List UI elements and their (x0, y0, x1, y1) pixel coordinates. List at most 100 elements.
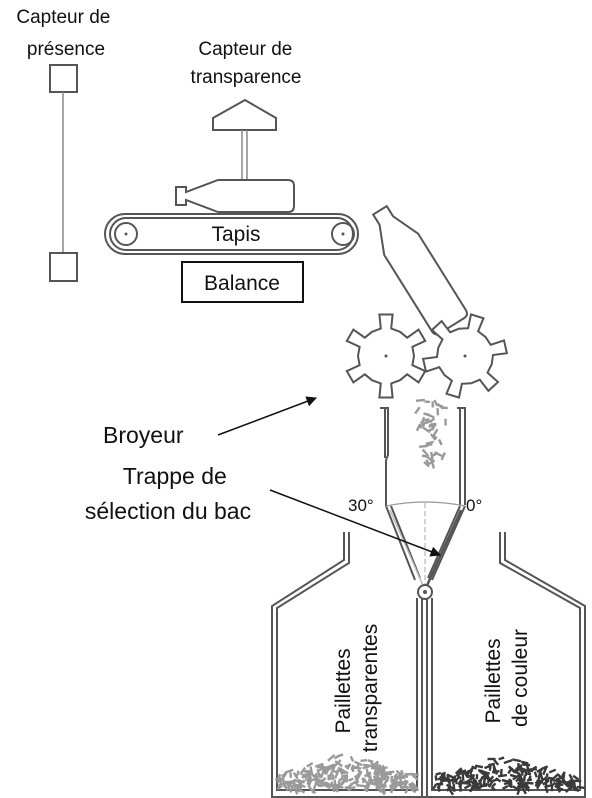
bin-left-outer-wall (271, 532, 345, 798)
flake (556, 773, 563, 780)
flake (428, 422, 435, 427)
flake (282, 779, 286, 788)
funnel-right-inner (427, 505, 461, 579)
flake (365, 783, 371, 793)
flake (434, 775, 438, 781)
flake (550, 784, 554, 792)
flake (421, 454, 428, 458)
flake (516, 786, 522, 796)
flake (431, 401, 435, 408)
flake (355, 771, 361, 778)
funnel-right (431, 505, 466, 581)
flake (549, 776, 553, 784)
flake (457, 778, 463, 786)
flake (431, 428, 439, 438)
flake (544, 777, 548, 787)
flake (487, 757, 496, 761)
flake (423, 461, 430, 468)
flake (336, 753, 344, 758)
flake (419, 420, 426, 427)
flake (403, 780, 409, 788)
flake (540, 765, 549, 771)
flake (299, 766, 307, 776)
flake (474, 784, 480, 791)
flake (320, 777, 327, 785)
flake (301, 773, 308, 777)
flake (521, 783, 530, 789)
flake (512, 758, 522, 763)
flake (475, 774, 479, 780)
flake (492, 765, 499, 775)
flake (509, 779, 513, 789)
flake (520, 760, 529, 765)
flake (371, 760, 380, 768)
flake (332, 770, 340, 774)
scale-box: Balance (181, 261, 304, 303)
bin-left (271, 532, 428, 798)
flake (454, 767, 463, 775)
flake (378, 787, 386, 796)
flake (464, 780, 471, 784)
flake (334, 759, 342, 767)
flake (418, 444, 428, 448)
flake (524, 770, 528, 777)
crusher-gears (345, 313, 509, 399)
flap-position-0 (423, 509, 463, 591)
flake (515, 783, 522, 791)
flake (429, 433, 437, 441)
flake (390, 777, 399, 783)
flake (455, 773, 462, 780)
crusher-chute (380, 407, 466, 506)
flake (520, 786, 527, 795)
flake (354, 762, 361, 770)
flake (424, 419, 433, 425)
flake (306, 761, 314, 768)
flake (442, 406, 448, 410)
flake (447, 787, 455, 796)
flake (436, 408, 440, 416)
flake (369, 763, 376, 770)
flake (461, 772, 465, 781)
flake (398, 784, 404, 791)
flake (469, 773, 473, 780)
flake (421, 448, 430, 457)
flake (560, 776, 568, 785)
flake (556, 782, 562, 789)
flake (482, 777, 486, 786)
flake (430, 453, 434, 462)
flake (527, 768, 535, 774)
flake (414, 406, 421, 415)
conveyor-roller-left (114, 222, 138, 246)
flake (399, 779, 403, 785)
flake (415, 423, 422, 432)
crusher-pointer-arrow (217, 396, 317, 436)
flake (395, 769, 403, 777)
flake (469, 783, 475, 793)
bin-left-label: Paillettes transparentes (332, 624, 382, 752)
flake (287, 785, 293, 793)
flake (389, 784, 396, 788)
flake (426, 413, 435, 419)
crusher-label: Broyeur (103, 422, 184, 448)
flake (461, 769, 469, 777)
flake (425, 440, 434, 446)
presence-sensor-emitter (49, 64, 78, 93)
flake (493, 759, 500, 766)
flake (306, 777, 310, 785)
flake (521, 763, 531, 767)
flake (411, 782, 419, 790)
flake (480, 770, 490, 775)
flake (519, 767, 524, 776)
flake (380, 783, 387, 788)
flake (349, 755, 355, 762)
flake (572, 774, 580, 781)
flake (379, 772, 386, 782)
falling-bottle (371, 204, 469, 336)
flake (440, 452, 446, 461)
conveyor-label: Tapis (211, 223, 260, 246)
flake (458, 780, 464, 788)
flake (293, 786, 299, 795)
flake (539, 777, 546, 783)
flake (338, 776, 344, 782)
flake (284, 768, 294, 774)
